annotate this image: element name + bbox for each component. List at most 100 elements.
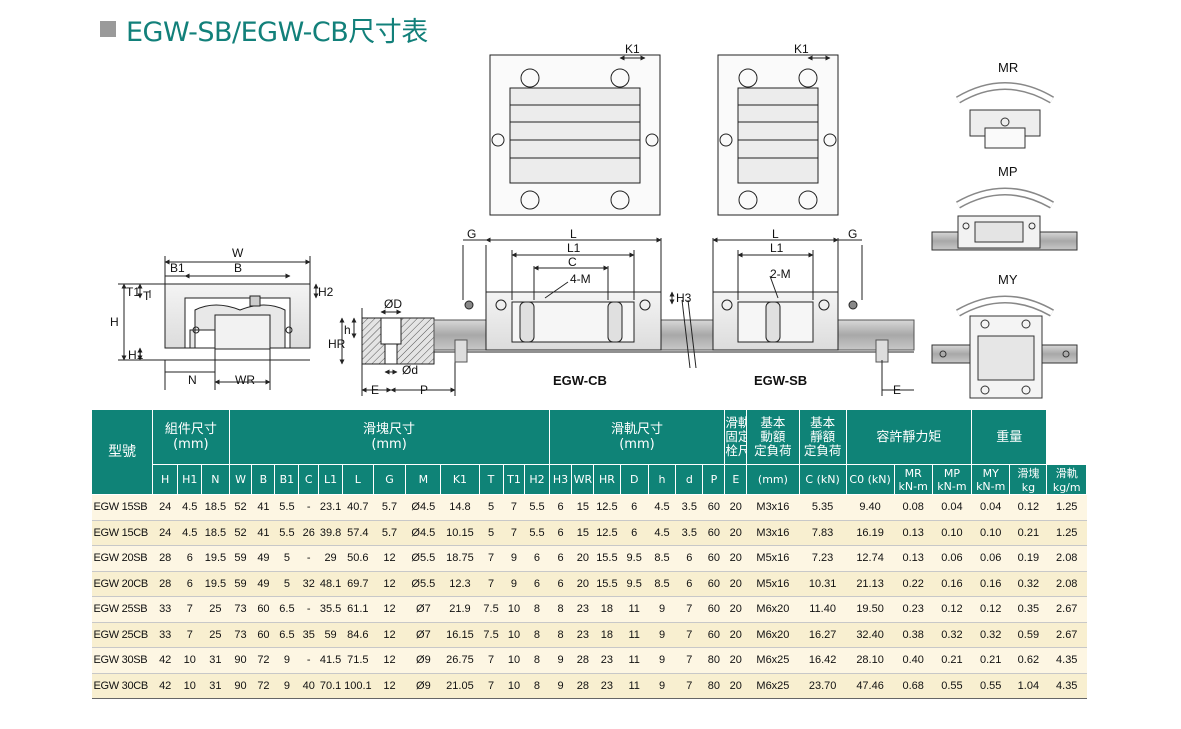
header-weight: 重量 (971, 409, 1048, 465)
top-view-sb (717, 54, 839, 216)
cross-section-labels: W B1 B T1 T H H1 H2 N WR (110, 246, 334, 387)
table-cell: 60 (702, 520, 725, 546)
header-dynamic-load: 基本動額定負荷 (746, 409, 800, 465)
table-cell: 28 (571, 673, 594, 699)
table-cell: 8 (549, 596, 572, 623)
subheader-T1: T1 (502, 464, 526, 495)
subheader-E: E (724, 464, 748, 495)
table-cell: 23 (571, 622, 594, 648)
table-cell: 0.04 (932, 494, 972, 521)
table-cell: 12.74 (846, 545, 895, 572)
table-cell: Ø5.5 (405, 571, 441, 597)
subheader-d: d (675, 464, 704, 495)
table-cell: 9.5 (620, 545, 649, 572)
moment-MP-diagram (931, 187, 1078, 251)
subheader-L1: L1 (318, 464, 344, 495)
table-cell: 84.6 (342, 622, 374, 648)
table-cell: 9 (549, 673, 572, 699)
table-cell: 61.1 (342, 596, 374, 623)
table-cell: 0.59 (1009, 622, 1047, 648)
table-cell: 5 (274, 545, 299, 572)
table-cell: 20 (724, 494, 747, 521)
label-MR: MR (998, 60, 1018, 75)
label-H2: H2 (318, 285, 334, 299)
model-cell: EGW 25CB (91, 622, 153, 648)
table-cell: 10 (503, 647, 525, 674)
table-cell: 32.40 (846, 622, 895, 648)
table-cell: 5.5 (274, 520, 299, 546)
label-N: N (188, 373, 197, 387)
table-cell: Ø7 (405, 622, 441, 648)
table-cell: 71.5 (342, 647, 374, 674)
table-cell: M6x20 (746, 622, 800, 648)
table-cell: 1.25 (1046, 494, 1087, 521)
subheader-H3: H3 (548, 464, 573, 495)
table-cell: 9 (648, 596, 676, 623)
subheader-D: D (619, 464, 649, 495)
label-WR: WR (235, 373, 255, 387)
table-cell: 28 (571, 647, 594, 674)
table-cell: 60 (251, 596, 275, 623)
table-cell: 28.10 (846, 647, 895, 674)
table-cell: 8 (524, 596, 550, 623)
model-cell: EGW 15SB (91, 494, 153, 521)
table-cell: 8.5 (648, 545, 676, 572)
table-cell: 35 (298, 622, 319, 648)
table-cell: 9 (503, 545, 525, 572)
table-cell: 12.3 (440, 571, 480, 597)
table-cell: 7 (503, 520, 525, 546)
table-cell: 5.5 (274, 494, 299, 521)
label-L-cb: L (570, 227, 577, 241)
label-HR: HR (328, 337, 346, 351)
label-E-right: E (893, 383, 901, 397)
table-cell: 11 (620, 596, 649, 623)
table-cell: 9.5 (620, 571, 649, 597)
table-cell: 9 (274, 647, 299, 674)
table-cell: 9 (648, 647, 676, 674)
table-cell: 8.5 (648, 571, 676, 597)
table-cell: M5x16 (746, 571, 800, 597)
table-cell: 4.35 (1046, 673, 1087, 699)
table-cell: 26 (298, 520, 319, 546)
table-cell: 33 (152, 622, 178, 648)
table-cell: 21.13 (846, 571, 895, 597)
table-cell: 16.27 (799, 622, 847, 648)
table-cell: 16.19 (846, 520, 895, 546)
table-cell: 8 (524, 622, 550, 648)
table-cell: 7 (479, 571, 504, 597)
table-cell: 12 (373, 545, 406, 572)
table-cell: 6 (620, 520, 649, 546)
table-cell: Ø7 (405, 596, 441, 623)
table-cell: 6 (549, 571, 572, 597)
label-L1-cb: L1 (567, 241, 581, 255)
table-cell: 5.7 (373, 520, 406, 546)
table-cell: 52 (229, 494, 252, 521)
table-cell: 41 (251, 520, 275, 546)
table-cell: 0.38 (894, 622, 933, 648)
table-cell: 20 (724, 520, 747, 546)
model-cell: EGW 20SB (91, 545, 153, 572)
table-cell: 16.15 (440, 622, 480, 648)
table-cell: - (298, 647, 319, 674)
table-cell: 7 (675, 622, 703, 648)
table-cell: 1.25 (1046, 520, 1087, 546)
table-cell: 5.7 (373, 494, 406, 521)
table-cell: 49 (251, 545, 275, 572)
table-cell: 0.32 (932, 622, 972, 648)
table-cell: M6x25 (746, 647, 800, 674)
table-cell: 0.55 (932, 673, 972, 699)
table-cell: 49 (251, 571, 275, 597)
table-cell: 28 (152, 545, 178, 572)
rail-section-labels: ØD Ød h HR E P (328, 297, 428, 397)
table-cell: 31 (201, 673, 230, 699)
table-cell: 20 (571, 571, 594, 597)
table-cell: 7.5 (479, 622, 504, 648)
table-cell: 12 (373, 571, 406, 597)
table-cell: 32 (298, 571, 319, 597)
table-cell: 40.7 (342, 494, 374, 521)
table-cell: 72 (251, 647, 275, 674)
table-cell: 5.5 (524, 494, 550, 521)
